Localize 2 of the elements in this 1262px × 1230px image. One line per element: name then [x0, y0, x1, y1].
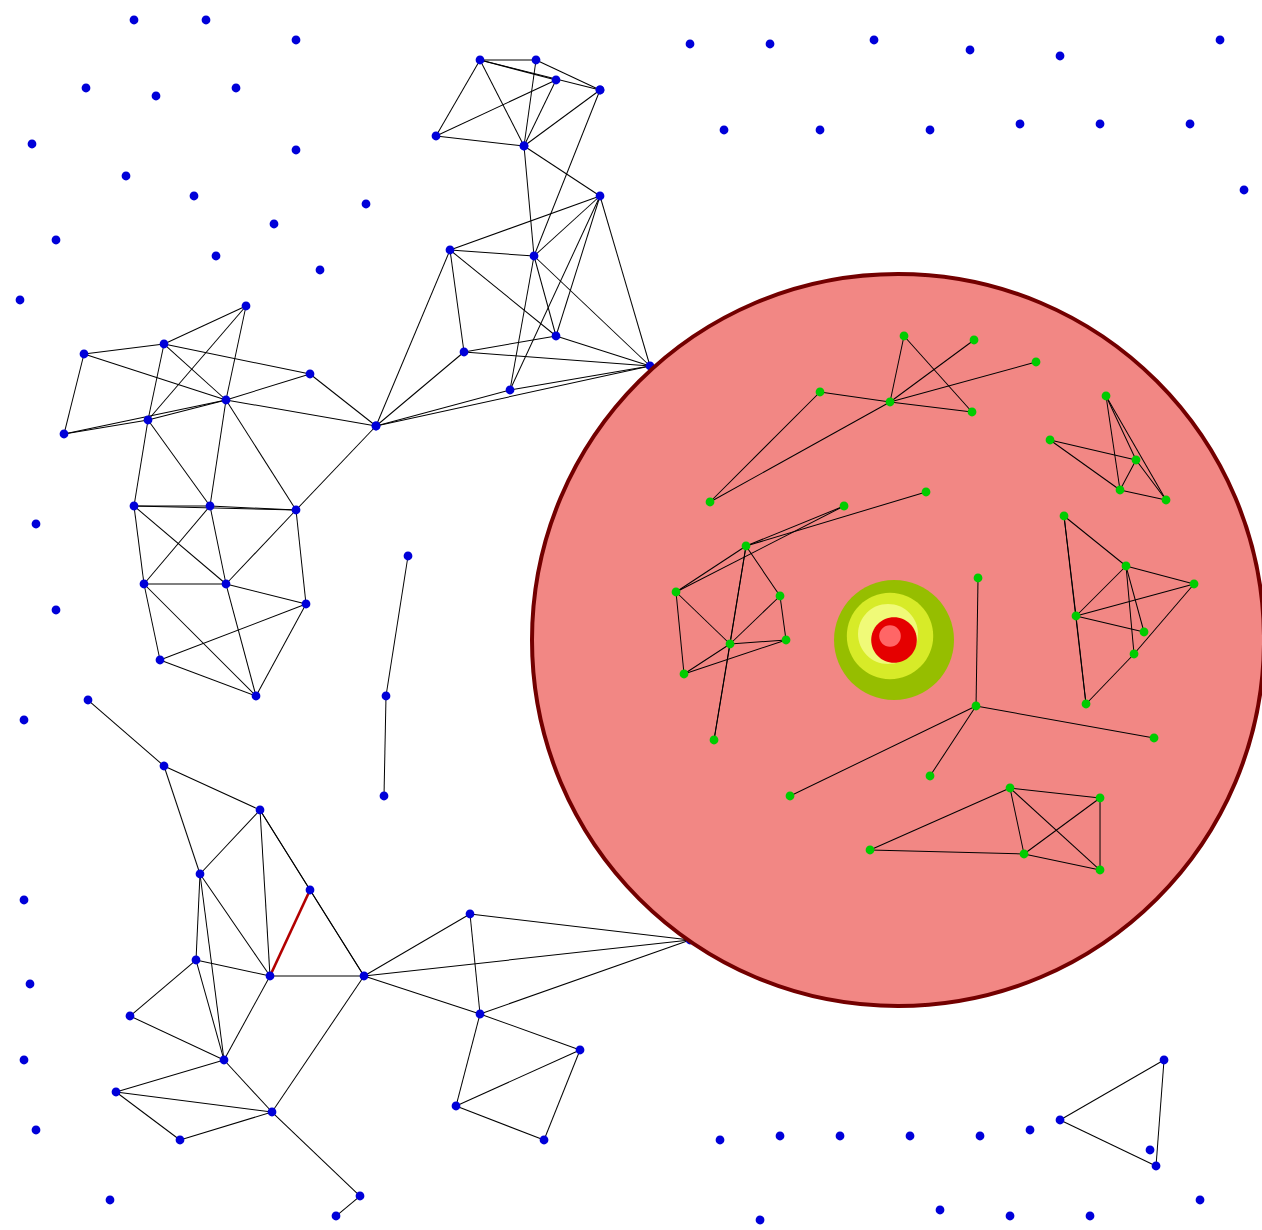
sphere-icon — [834, 580, 954, 700]
zone-circle — [530, 272, 1262, 1008]
